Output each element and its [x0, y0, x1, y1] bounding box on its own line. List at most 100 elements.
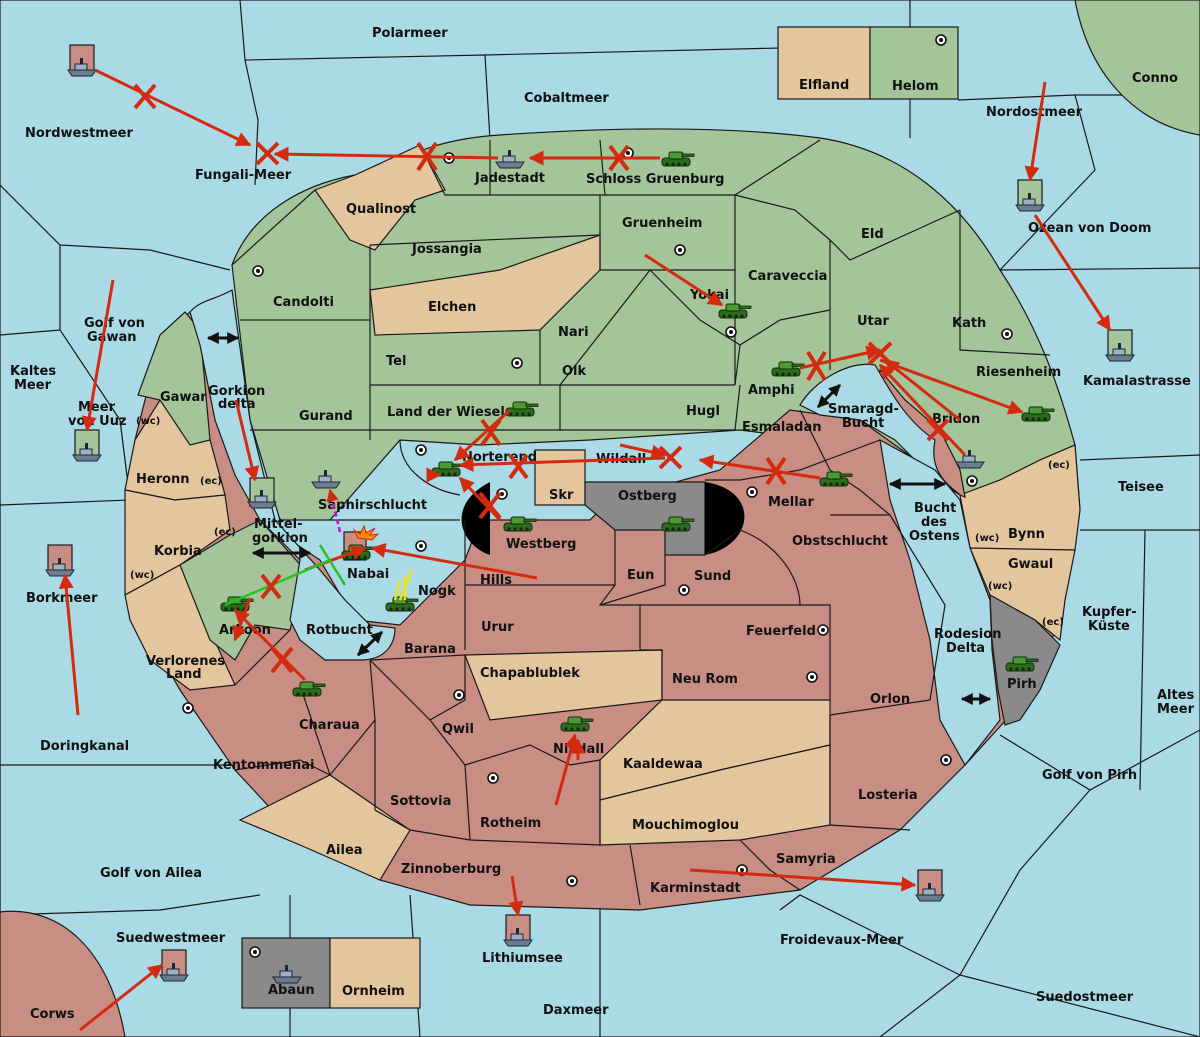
supply-center-icon: [453, 689, 465, 701]
supply-center-icon: [678, 584, 690, 596]
tag-heronn-ec: (ec): [200, 476, 222, 487]
label-amphi: Amphi: [748, 383, 795, 398]
supply-center-icon: [725, 326, 737, 338]
label-golf-von-gawan-2: Gawan: [87, 330, 136, 345]
label-neu-rom: Neu Rom: [672, 672, 738, 687]
label-gwaul: Gwaul: [1008, 557, 1053, 572]
supply-center-icon: [566, 875, 578, 887]
x-mark-icon: [867, 341, 893, 366]
territory-corws[interactable]: [0, 910, 126, 1037]
label-losteria: Losteria: [858, 788, 918, 803]
supply-center-icon: [252, 265, 264, 277]
label-riesenheim: Riesenheim: [976, 365, 1061, 380]
territory-qualinost[interactable]: [314, 144, 446, 251]
x-mark-icon: [608, 144, 630, 172]
label-kath: Kath: [952, 316, 986, 331]
territory-gawar[interactable]: [137, 311, 211, 446]
label-helom: Helom: [892, 79, 939, 94]
label-feuerfeld: Feuerfeld: [746, 624, 816, 639]
label-rodesion-delta-1: Rodesion: [934, 627, 1001, 642]
sea-labels: Polarmeer Cobaltmeer Nordwestmeer Fungal…: [10, 26, 1195, 1022]
label-verlorenes-land-1: Verlorenes: [146, 654, 225, 669]
failed-order-marks: [133, 83, 950, 674]
label-candolti: Candolti: [273, 295, 334, 310]
label-ostberg: Ostberg: [618, 489, 677, 504]
label-olk: Olk: [562, 364, 587, 379]
territory-ailea[interactable]: [238, 774, 411, 881]
territory-ornheim[interactable]: [329, 937, 421, 1009]
label-meer-von-uuz-1: Meer: [78, 400, 116, 415]
label-kentommenai: Kentommenai: [213, 758, 314, 773]
adjacency-arrows: [206, 332, 992, 705]
label-esmaladan: Esmaladan: [742, 420, 822, 435]
x-mark-icon: [478, 491, 502, 520]
supply-center-icon: [511, 357, 523, 369]
fleet-borkmeer: [45, 544, 75, 577]
label-rotbucht: Rotbucht: [306, 623, 373, 638]
supply-center-icon: [674, 244, 686, 256]
label-heronn: Heronn: [136, 472, 190, 487]
label-kupfer-kueste-2: Küste: [1088, 619, 1130, 634]
label-mittelgorkion-2: gorkion: [252, 531, 308, 546]
supply-center-icon: [935, 34, 947, 46]
label-hugl: Hugl: [686, 404, 720, 419]
fleet-mittelgorkion: [247, 477, 277, 509]
water-gorkion: [189, 289, 396, 661]
label-kupfer-kueste-1: Kupfer-: [1082, 605, 1137, 620]
x-mark-icon: [480, 418, 502, 447]
supply-center-icon: [249, 946, 261, 958]
label-abaun: Abaun: [268, 983, 315, 998]
label-nordwestmeer: Nordwestmeer: [25, 126, 133, 141]
x-mark-icon: [508, 453, 529, 480]
label-bynn: Bynn: [1008, 527, 1045, 542]
tag-korbia-ec: (ec): [214, 527, 236, 538]
x-mark-icon: [926, 418, 950, 442]
label-ailea: Ailea: [326, 843, 363, 858]
tag-bynn-wc: (wc): [975, 533, 999, 544]
label-conno: Conno: [1132, 71, 1178, 86]
land-labels: Elfland Helom Jadestadt Schloss Gruenbur…: [136, 78, 1061, 999]
label-cobaltmeer: Cobaltmeer: [524, 91, 609, 106]
label-westberg: Westberg: [506, 537, 576, 552]
label-saphirschlucht: Saphirschlucht: [318, 498, 427, 513]
label-elchen: Elchen: [428, 300, 476, 315]
water-bucht-des-ostens: [879, 438, 1001, 767]
label-eun: Eun: [627, 568, 654, 583]
label-mouchimoglou: Mouchimoglou: [632, 818, 739, 833]
label-caraveccia: Caraveccia: [748, 269, 827, 284]
label-tel: Tel: [386, 354, 406, 369]
supply-center-icon: [817, 624, 829, 636]
label-golf-von-pirh: Golf von Pirh: [1042, 768, 1137, 783]
label-polarmeer: Polarmeer: [372, 26, 448, 41]
label-land-der-wiesel: Land der Wiesel: [387, 405, 505, 420]
territory-conno[interactable]: [1074, 0, 1200, 136]
label-ornheim: Ornheim: [342, 984, 405, 999]
supply-center-icon: [746, 486, 758, 498]
x-mark-icon: [416, 141, 438, 172]
label-fungali-meer: Fungali-Meer: [195, 168, 292, 183]
label-bridon: Bridon: [932, 412, 980, 427]
fleet-samyria-sea: [915, 869, 945, 902]
supply-center-icon: [806, 671, 818, 683]
label-jossangia: Jossangia: [411, 242, 482, 257]
label-hills: Hills: [480, 573, 512, 588]
dislodge-burst-icon: [352, 524, 380, 541]
label-gawar: Gawar: [160, 390, 207, 405]
label-skr: Skr: [549, 488, 574, 503]
x-mark-icon: [133, 83, 157, 110]
fleet-ozean-von-doom: [1015, 179, 1045, 212]
fleet-suedwestmeer: [159, 949, 189, 982]
label-bucht-des-ostens-1: Bucht: [914, 501, 956, 516]
label-samyria: Samyria: [776, 852, 836, 867]
fleet-meer-von-uuz: [72, 429, 102, 462]
label-urur: Urur: [481, 620, 514, 635]
label-schloss-gruenburg: Schloss Gruenburg: [586, 172, 724, 187]
territory-elfland[interactable]: [777, 26, 871, 100]
supply-center-icon: [487, 772, 499, 784]
supply-centers: [182, 34, 1013, 958]
label-mittelgorkion-1: Mittel-: [254, 517, 303, 532]
x-mark-icon: [806, 350, 827, 382]
supply-center-icon: [415, 444, 427, 456]
